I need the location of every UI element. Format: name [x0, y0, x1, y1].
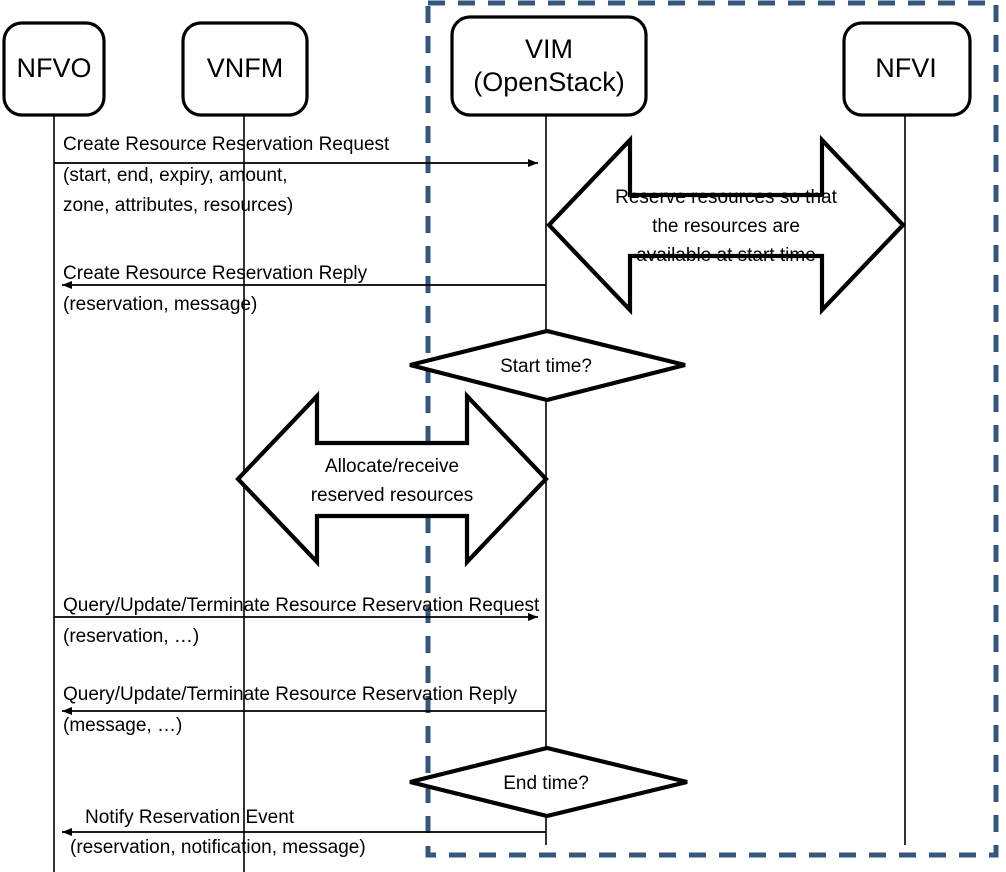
message-create-request-line3: zone, attributes, resources): [63, 195, 293, 216]
vim-nfvi-domain-boundary: [425, 0, 999, 858]
start-time-decision-shape: [409, 328, 686, 403]
actor-box-vnfm[interactable]: VNFM: [181, 21, 309, 117]
actor-box-vim[interactable]: VIM (OpenStack): [450, 15, 648, 117]
reserve-resources-arrow-shape: [546, 134, 906, 316]
allocate-receive-line2: reserved resources: [311, 485, 474, 506]
reserve-resources-double-arrow: Reserve resources so that the resources …: [546, 134, 906, 316]
end-time-decision-shape: [409, 745, 688, 819]
message-notify-line2: (reservation, notification, message): [70, 837, 366, 858]
message-notify-reservation-event: Notify Reservation Event (reservation, n…: [62, 807, 546, 858]
message-create-reply-line2: (reservation, message): [63, 294, 257, 315]
start-time-decision: Start time?: [409, 328, 686, 403]
actor-label-vim-sub: (OpenStack): [473, 67, 625, 97]
actor-label-nfvi: NFVI: [875, 53, 937, 83]
allocate-receive-arrow-shape: [235, 390, 549, 568]
actor-box-nfvi-rect: [842, 21, 972, 117]
message-qut-request: Query/Update/Terminate Resource Reservat…: [54, 595, 540, 647]
message-create-request: Create Resource Reservation Request (sta…: [54, 134, 538, 216]
actor-label-nfvo: NFVO: [16, 53, 91, 83]
reserve-resources-line2: the resources are: [652, 216, 800, 237]
actor-box-nfvi[interactable]: NFVI: [842, 21, 972, 117]
allocate-receive-double-arrow: Allocate/receive reserved resources: [235, 390, 549, 568]
message-create-reply: Create Resource Reservation Reply (reser…: [62, 263, 546, 315]
actor-box-vnfm-rect: [181, 21, 309, 117]
message-create-request-line1: Create Resource Reservation Request: [63, 134, 390, 155]
allocate-receive-line1: Allocate/receive: [325, 456, 459, 477]
message-qut-reply-line1: Query/Update/Terminate Resource Reservat…: [63, 684, 518, 705]
actor-label-vim: VIM: [525, 34, 573, 64]
start-time-decision-label: Start time?: [500, 356, 592, 377]
actor-box-nfvo-rect: [2, 21, 106, 117]
end-time-decision: End time?: [409, 745, 688, 819]
message-qut-reply-line2: (message, …): [63, 715, 182, 736]
message-notify-line1: Notify Reservation Event: [85, 807, 295, 828]
message-create-request-line2: (start, end, expiry, amount,: [63, 165, 288, 186]
message-qut-reply: Query/Update/Terminate Resource Reservat…: [62, 684, 546, 736]
message-qut-request-line2: (reservation, …): [63, 626, 199, 647]
reserve-resources-line3: available at start time: [636, 245, 816, 266]
end-time-decision-label: End time?: [503, 773, 589, 794]
actor-label-vnfm: VNFM: [207, 53, 284, 83]
actor-box-vim-rect: [450, 15, 648, 117]
reserve-resources-line1: Reserve resources so that: [615, 187, 837, 208]
actor-box-nfvo[interactable]: NFVO: [2, 21, 106, 117]
message-qut-request-line1: Query/Update/Terminate Resource Reservat…: [63, 595, 540, 616]
message-create-reply-line1: Create Resource Reservation Reply: [63, 263, 368, 284]
